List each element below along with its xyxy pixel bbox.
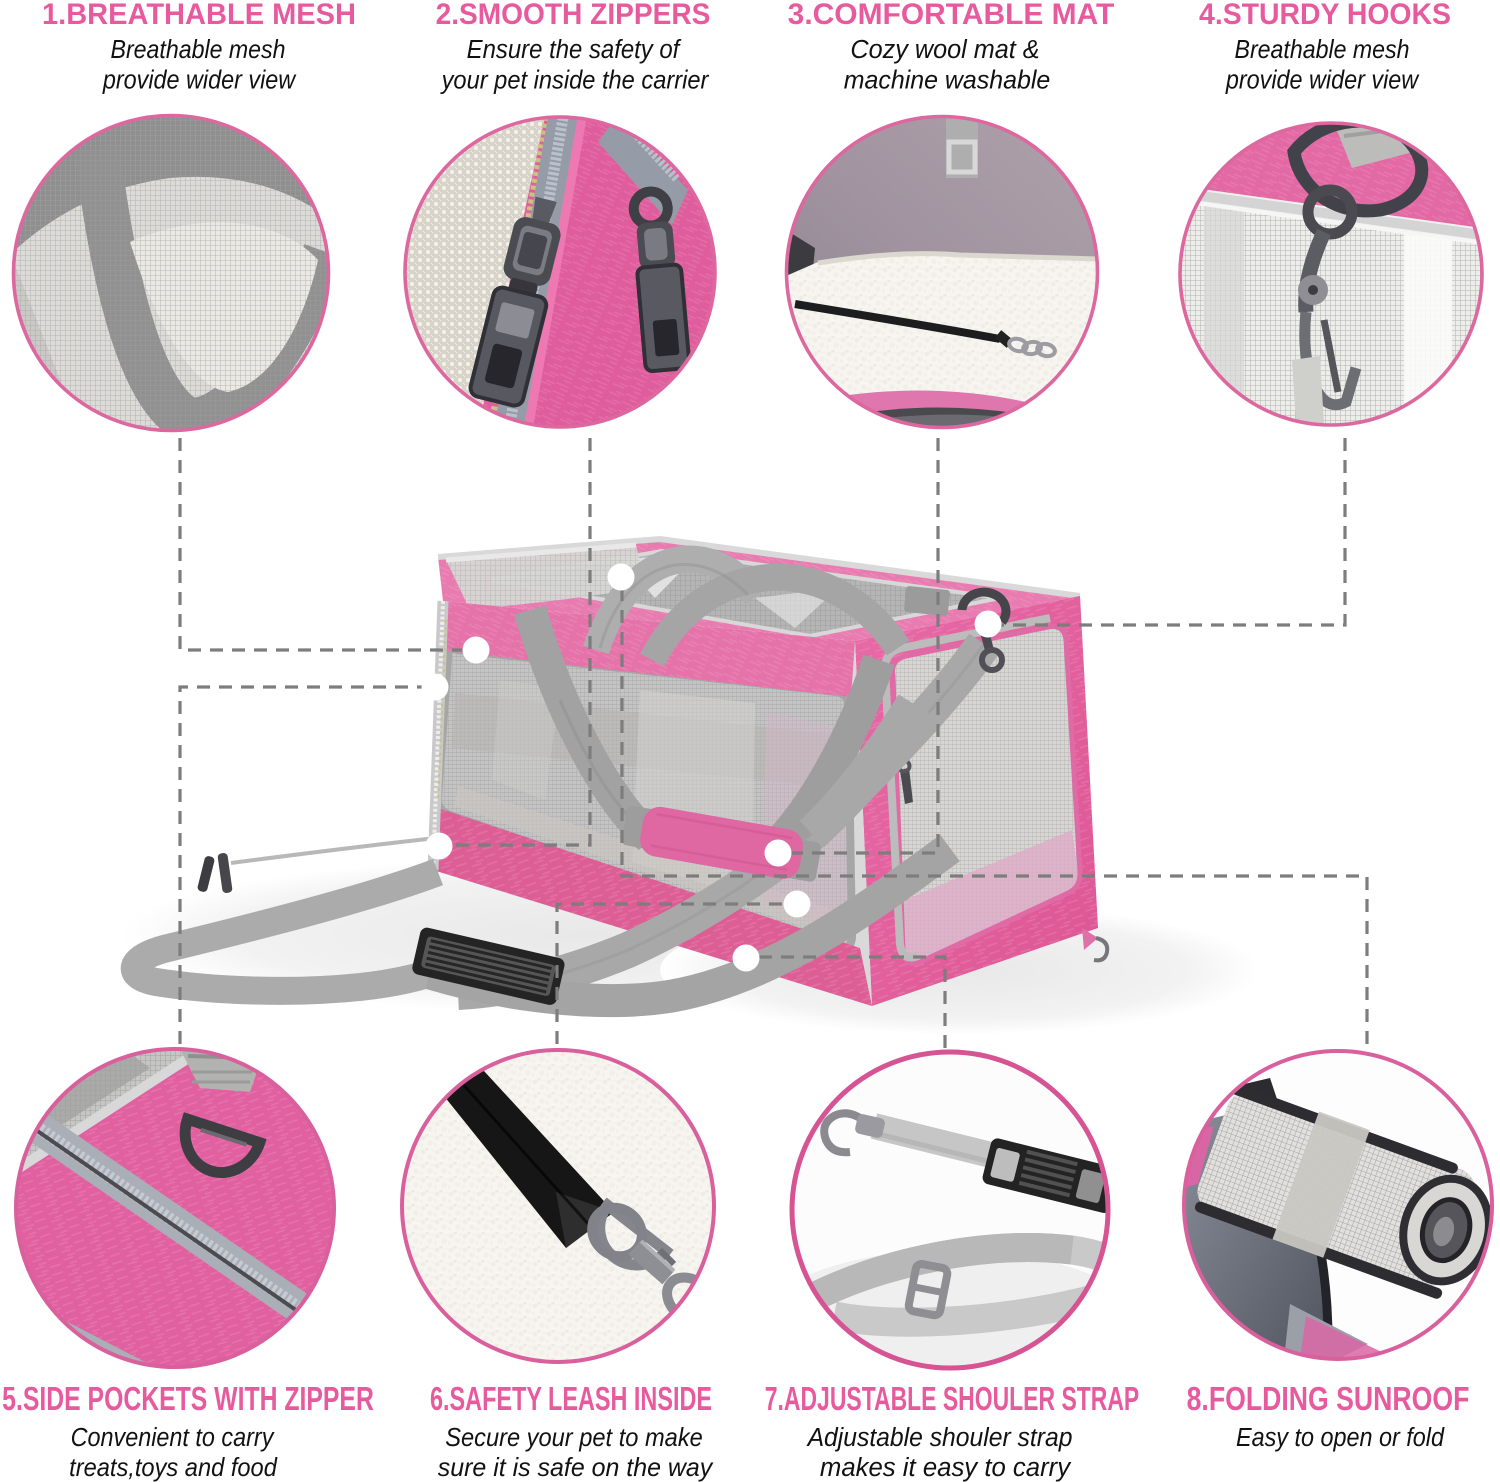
svg-text:Breathable mesh: Breathable mesh [111,36,286,65]
svg-text:6.SAFETY LEASH INSIDE: 6.SAFETY LEASH INSIDE [430,1381,712,1418]
svg-text:1.BREATHABLE MESH: 1.BREATHABLE MESH [42,0,356,31]
svg-text:Cozy wool mat &: Cozy wool mat & [850,36,1039,64]
svg-text:4.STURDY HOOKS: 4.STURDY HOOKS [1199,0,1451,31]
svg-text:treats,toys and food: treats,toys and food [69,1454,278,1482]
svg-text:sure it is safe on the way: sure it is safe on the way [438,1454,715,1482]
svg-text:Easy to open or fold: Easy to open or fold [1236,1424,1445,1452]
svg-text:Ensure the safety of: Ensure the safety of [467,35,683,64]
svg-text:your pet inside the carrier: your pet inside the carrier [440,67,710,95]
svg-text:8.FOLDING SUNROOF: 8.FOLDING SUNROOF [1187,1381,1470,1417]
svg-text:provide wider view: provide wider view [1225,66,1420,94]
svg-text:Breathable mesh: Breathable mesh [1235,36,1410,65]
svg-text:5.SIDE POCKETS WITH ZIPPER: 5.SIDE POCKETS WITH ZIPPER [2,1382,374,1418]
svg-text:machine washable: machine washable [844,66,1051,95]
svg-text:Convenient to carry: Convenient to carry [71,1424,275,1452]
svg-text:2.SMOOTH ZIPPERS: 2.SMOOTH ZIPPERS [436,0,711,31]
svg-text:3.COMFORTABLE MAT: 3.COMFORTABLE MAT [788,0,1115,31]
svg-text:Secure your pet to make: Secure your pet to make [445,1424,703,1452]
svg-text:provide wider view: provide wider view [102,66,297,94]
svg-text:Adjustable shouler strap: Adjustable shouler strap [806,1423,1073,1452]
svg-text:makes it easy to carry: makes it easy to carry [820,1454,1072,1482]
svg-text:7.ADJUSTABLE SHOULER STRAP: 7.ADJUSTABLE SHOULER STRAP [765,1381,1139,1418]
